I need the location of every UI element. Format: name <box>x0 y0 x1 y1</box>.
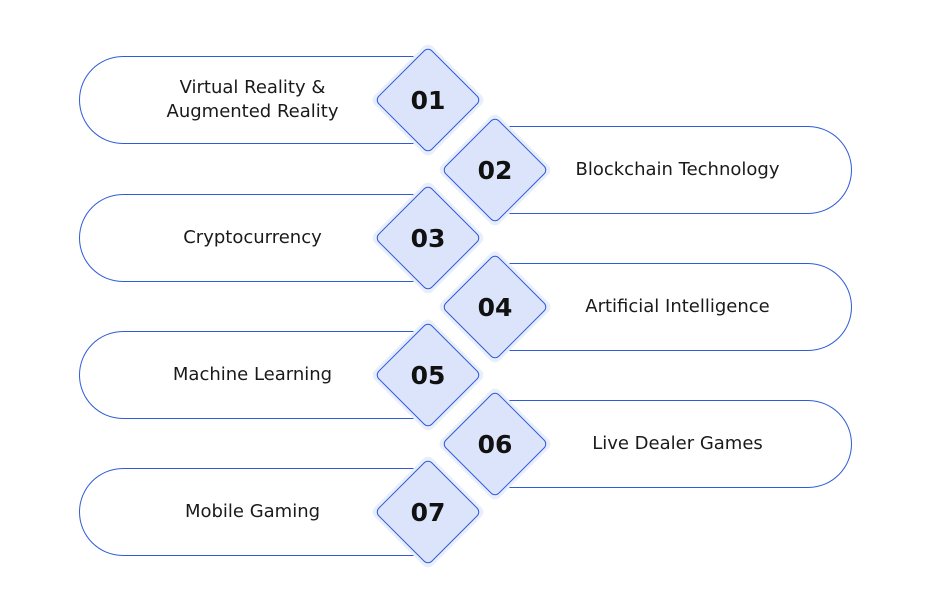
step-pill-05 <box>79 331 424 419</box>
step-badge-04: 04 <box>436 248 554 366</box>
step-label-03: Cryptocurrency <box>183 227 322 248</box>
step-number-02: 02 <box>477 155 513 185</box>
step-number-04: 04 <box>477 292 513 322</box>
step-badge-01: 01 <box>369 41 487 159</box>
step-pill-06 <box>507 400 852 488</box>
step-pill-02 <box>507 126 852 214</box>
step-label-05: Machine Learning <box>172 364 333 385</box>
step-number-01: 01 <box>410 85 446 115</box>
step-badge-02: 02 <box>436 111 554 229</box>
step-pill-04 <box>507 263 852 351</box>
step-label-07: Mobile Gaming <box>184 501 321 522</box>
step-pill-07 <box>79 468 424 556</box>
step-number-05: 05 <box>410 360 446 390</box>
step-number-06: 06 <box>477 429 513 459</box>
step-label-04: Artificial Intelligence <box>585 296 770 317</box>
step-number-03: 03 <box>410 223 446 253</box>
step-label-06: Live Dealer Games <box>592 433 763 454</box>
step-badge-05: 05 <box>369 316 487 434</box>
step-badge-06: 06 <box>436 385 554 503</box>
step-number-07: 07 <box>410 497 446 527</box>
step-label-02: Blockchain Technology <box>575 159 780 180</box>
step-pill-03 <box>79 194 424 282</box>
step-badge-07: 07 <box>369 453 487 571</box>
step-label-01: Virtual Reality & Augmented Reality <box>166 77 339 122</box>
step-pill-01 <box>79 56 424 144</box>
step-badge-03: 03 <box>369 179 487 297</box>
